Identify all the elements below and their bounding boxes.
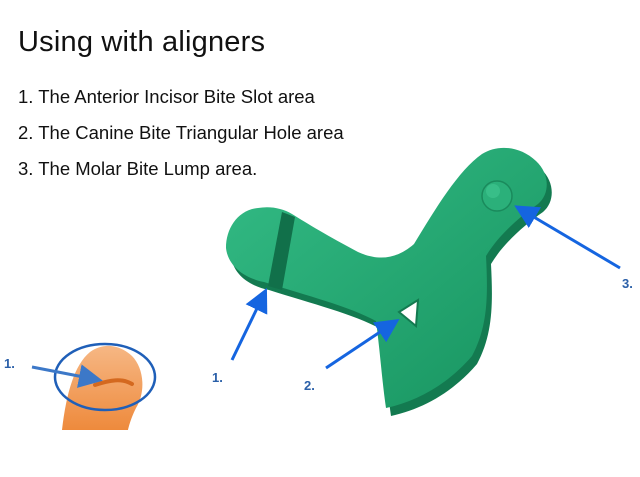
callout-label-1-small: 1. xyxy=(4,356,15,371)
callout-label-1: 1. xyxy=(212,370,223,385)
list-item-molar-lump: 3. The Molar Bite Lump area. xyxy=(18,158,258,179)
arrow-small-1 xyxy=(31,364,103,388)
bite-device-image xyxy=(226,147,552,417)
arrow-lump xyxy=(514,205,621,270)
list-item-canine-hole: 2. The Canine Bite Triangular Hole area xyxy=(18,122,344,143)
incisor-slot xyxy=(268,212,295,290)
arrow-slot xyxy=(230,287,268,361)
canine-hole xyxy=(397,298,420,328)
callout-label-3: 3. xyxy=(622,276,633,291)
highlight-circle xyxy=(53,342,157,412)
arrow-hole xyxy=(325,319,400,370)
small-device-image xyxy=(31,342,157,430)
slide-title: Using with aligners xyxy=(18,26,266,58)
list-item-incisor-slot: 1. The Anterior Incisor Bite Slot area xyxy=(18,86,315,107)
callout-label-2: 2. xyxy=(304,378,315,393)
